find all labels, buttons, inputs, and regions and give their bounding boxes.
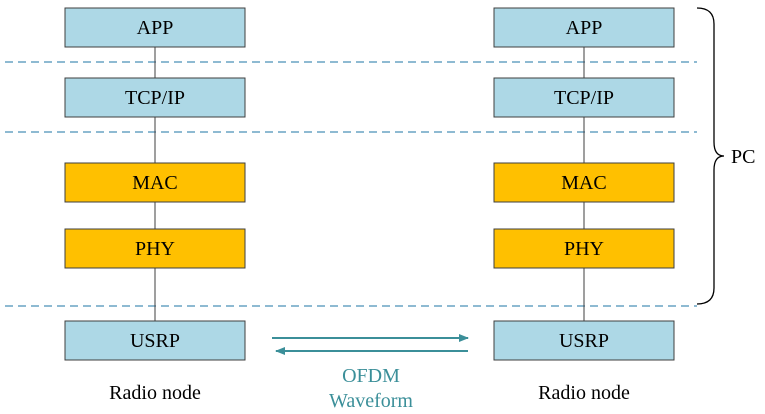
ofdm-link: OFDM Waveform [272, 334, 469, 412]
right-app-label: APP [566, 17, 603, 39]
left-app-label: APP [137, 17, 174, 39]
left-tcpip-layer: TCP/IP [64, 77, 246, 118]
right-node: APP TCP/IP MAC PHY USRP Radio node [493, 7, 675, 404]
right-node-caption: Radio node [538, 382, 630, 404]
right-mac-layer: MAC [493, 162, 675, 203]
left-phy-layer: PHY [64, 228, 246, 269]
left-node-caption: Radio node [109, 382, 201, 404]
pc-label: PC [731, 146, 755, 168]
left-tcpip-label: TCP/IP [125, 87, 185, 109]
right-tcpip-layer: TCP/IP [493, 77, 675, 118]
left-mac-label: MAC [132, 172, 178, 194]
right-usrp-label: USRP [559, 330, 609, 352]
curly-brace-icon [696, 7, 725, 305]
right-usrp-layer: USRP [493, 320, 675, 361]
left-phy-label: PHY [135, 238, 175, 260]
right-phy-layer: PHY [493, 228, 675, 269]
pc-brace: PC [696, 7, 755, 305]
left-node: APP TCP/IP MAC PHY USRP Radio node [64, 7, 246, 404]
left-usrp-label: USRP [130, 330, 180, 352]
right-app-layer: APP [493, 7, 675, 48]
link-label-line1: OFDM [342, 365, 400, 387]
left-mac-layer: MAC [64, 162, 246, 203]
link-label-line2: Waveform [329, 390, 413, 412]
right-tcpip-label: TCP/IP [554, 87, 614, 109]
right-phy-label: PHY [564, 238, 604, 260]
left-app-layer: APP [64, 7, 246, 48]
left-usrp-layer: USRP [64, 320, 246, 361]
right-mac-label: MAC [561, 172, 607, 194]
